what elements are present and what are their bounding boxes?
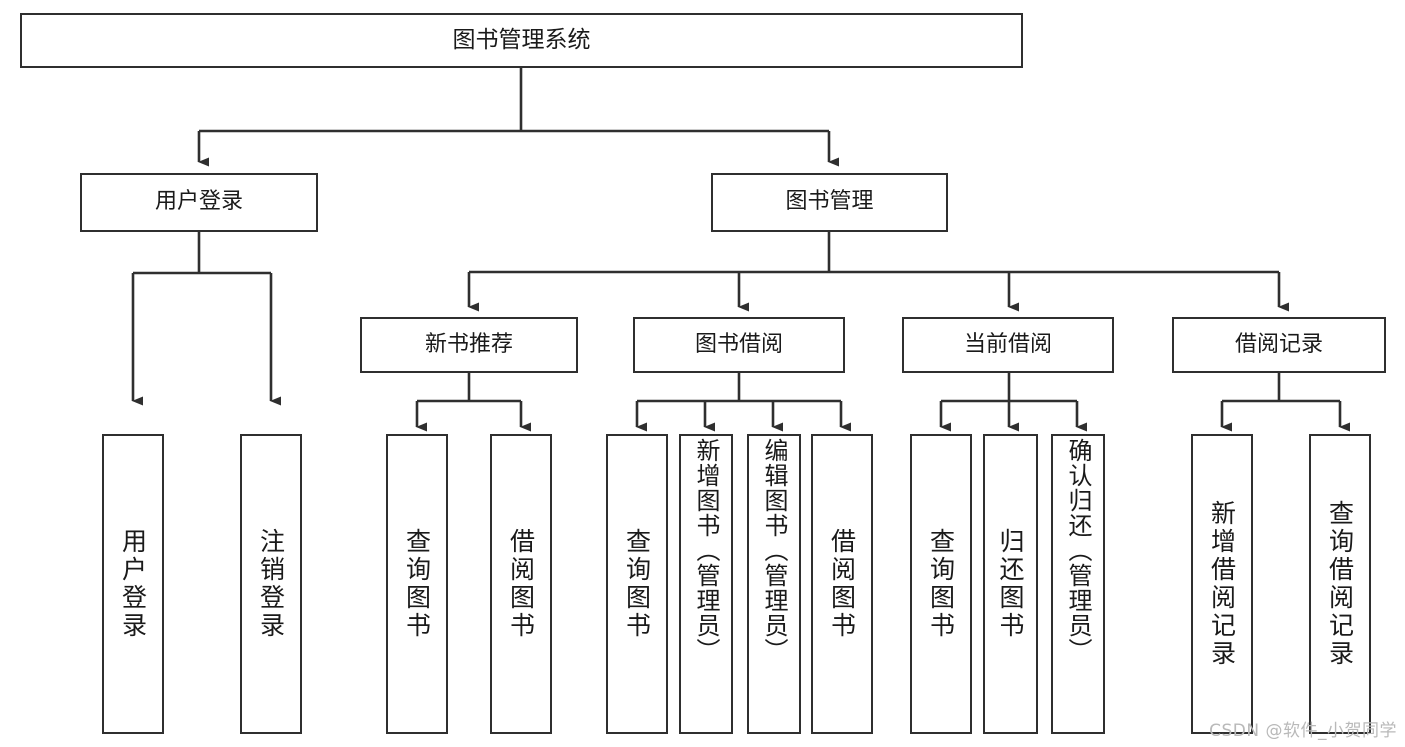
node-borrow-record[interactable]: 借阅记录 (1172, 317, 1386, 373)
node-book-borrow[interactable]: 图书借阅 (633, 317, 845, 373)
leaf-add-borrow-record[interactable]: 新增借阅记录 (1191, 434, 1253, 734)
node-label: 编辑图书（管理员） (760, 438, 788, 663)
leaf-query-book-new-recommend[interactable]: 查询图书 (386, 434, 448, 734)
leaf-borrow-book-borrow[interactable]: 借阅图书 (811, 434, 873, 734)
node-new-book-recommend[interactable]: 新书推荐 (360, 317, 578, 373)
node-label: 图书借阅 (694, 331, 783, 357)
leaf-logout-login[interactable]: 注销登录 (240, 434, 302, 734)
node-label: 新增借阅记录 (1207, 500, 1237, 668)
node-label: 查询图书 (622, 528, 652, 640)
node-label: 查询图书 (926, 528, 956, 640)
leaf-add-book-admin[interactable]: 新增图书（管理员） (679, 434, 733, 734)
leaf-confirm-return-admin[interactable]: 确认归还（管理员） (1051, 434, 1105, 734)
node-label: 新增图书（管理员） (692, 438, 720, 663)
node-label: 用户登录 (154, 189, 243, 215)
node-label: 用户登录 (118, 528, 148, 640)
node-current-borrow[interactable]: 当前借阅 (902, 317, 1114, 373)
node-label: 注销登录 (256, 528, 286, 640)
node-label: 查询图书 (402, 528, 432, 640)
node-label: 图书管理 (785, 189, 874, 215)
leaf-query-book-borrow[interactable]: 查询图书 (606, 434, 668, 734)
node-label: 借阅记录 (1234, 331, 1323, 357)
leaf-query-book-current[interactable]: 查询图书 (910, 434, 972, 734)
node-root-book-management-system[interactable]: 图书管理系统 (20, 13, 1023, 68)
node-label: 归还图书 (996, 528, 1025, 640)
leaf-user-login[interactable]: 用户登录 (102, 434, 164, 734)
node-label: 图书管理系统 (452, 26, 591, 53)
node-label: 借阅图书 (506, 528, 536, 640)
node-user-login[interactable]: 用户登录 (80, 173, 318, 232)
node-label: 当前借阅 (963, 331, 1052, 357)
leaf-borrow-book-new-recommend[interactable]: 借阅图书 (490, 434, 552, 734)
leaf-query-borrow-record[interactable]: 查询借阅记录 (1309, 434, 1371, 734)
node-book-management[interactable]: 图书管理 (711, 173, 948, 232)
node-label: 新书推荐 (424, 331, 513, 357)
node-label: 借阅图书 (827, 528, 857, 640)
node-label: 确认归还（管理员） (1064, 438, 1092, 663)
leaf-return-book[interactable]: 归还图书 (983, 434, 1038, 734)
leaf-edit-book-admin[interactable]: 编辑图书（管理员） (747, 434, 801, 734)
node-label: 查询借阅记录 (1325, 500, 1355, 668)
